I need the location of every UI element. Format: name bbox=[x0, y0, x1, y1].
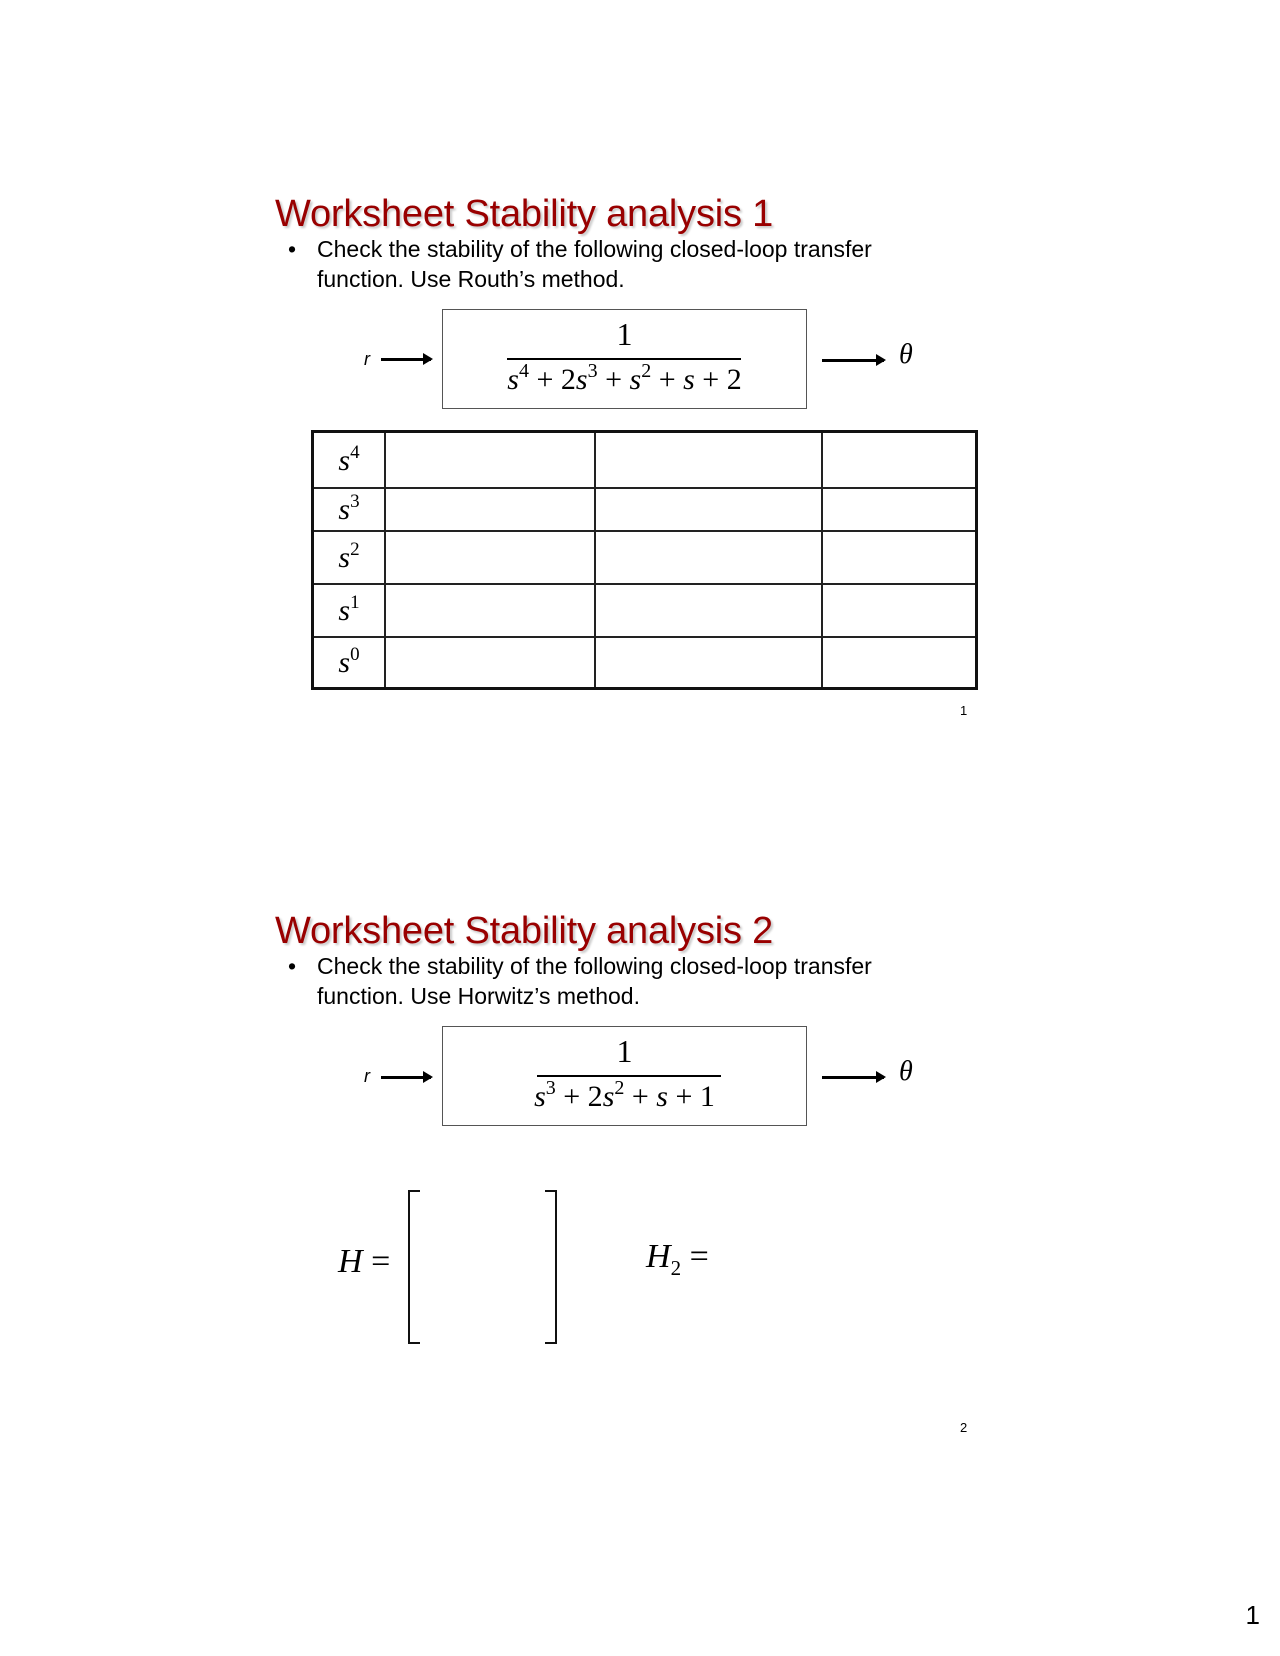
tf-denominator: s3 + 2s2 + s + 1 bbox=[534, 1077, 715, 1113]
tf-denominator: s4 + 2s3 + s2 + s + 2 bbox=[507, 360, 742, 396]
input-signal-label: r bbox=[364, 349, 370, 369]
slide-title: Worksheet Stability analysis 1 bbox=[275, 193, 774, 235]
table-cell[interactable] bbox=[594, 635, 823, 690]
slide-page-number: 1 bbox=[960, 703, 968, 718]
table-cell[interactable] bbox=[821, 635, 978, 690]
sheet-page-number: 1 bbox=[1245, 1600, 1260, 1630]
right-bracket-icon bbox=[545, 1190, 557, 1344]
fraction-bar bbox=[537, 1075, 721, 1077]
row-label: s3 bbox=[311, 486, 386, 532]
bullet-icon: • bbox=[288, 953, 297, 979]
table-cell[interactable] bbox=[821, 430, 978, 489]
row-label: s2 bbox=[311, 529, 386, 585]
row-label: s4 bbox=[311, 430, 386, 489]
input-signal-label: r bbox=[364, 1066, 370, 1086]
table-cell[interactable] bbox=[821, 582, 978, 638]
table-cell[interactable] bbox=[821, 529, 978, 585]
output-arrow-icon bbox=[822, 354, 886, 366]
table-cell[interactable] bbox=[594, 529, 823, 585]
table-cell[interactable] bbox=[384, 635, 596, 690]
bullet-icon: • bbox=[288, 236, 297, 262]
bullet-text: Check the stability of the following clo… bbox=[317, 236, 872, 292]
table-row: s0 bbox=[311, 635, 978, 690]
row-label: s0 bbox=[311, 635, 386, 690]
tf-numerator: 1 bbox=[616, 316, 633, 352]
tf-numerator: 1 bbox=[616, 1033, 633, 1069]
slide-title: Worksheet Stability analysis 2 bbox=[275, 910, 774, 952]
table-cell[interactable] bbox=[384, 430, 596, 489]
output-signal-label: θ bbox=[899, 1056, 913, 1087]
row-label: s1 bbox=[311, 582, 386, 638]
table-cell[interactable] bbox=[384, 582, 596, 638]
routh-table: s4 s3 s2 s1 s0 bbox=[311, 430, 978, 690]
fraction-bar bbox=[507, 358, 741, 360]
table-cell[interactable] bbox=[821, 486, 978, 532]
transfer-function-block: 1 s3 + 2s2 + s + 1 bbox=[442, 1026, 807, 1126]
slide-page-number: 2 bbox=[960, 1420, 968, 1435]
table-cell[interactable] bbox=[594, 430, 823, 489]
output-signal-label: θ bbox=[899, 339, 913, 370]
table-cell[interactable] bbox=[384, 529, 596, 585]
hurwitz-minor-label: H2 = bbox=[646, 1238, 709, 1280]
transfer-function-block: 1 s4 + 2s3 + s2 + s + 2 bbox=[442, 309, 807, 409]
table-row: s1 bbox=[311, 582, 978, 638]
table-cell[interactable] bbox=[384, 486, 596, 532]
table-cell[interactable] bbox=[594, 582, 823, 638]
table-cell[interactable] bbox=[594, 486, 823, 532]
table-row: s4 bbox=[311, 430, 978, 489]
input-arrow-icon bbox=[381, 1071, 433, 1083]
input-arrow-icon bbox=[381, 353, 433, 365]
output-arrow-icon bbox=[822, 1071, 886, 1083]
hurwitz-matrix-label: H = bbox=[338, 1243, 391, 1280]
left-bracket-icon bbox=[408, 1190, 420, 1344]
table-row: s3 bbox=[311, 486, 978, 532]
bullet-text: Check the stability of the following clo… bbox=[317, 953, 872, 1009]
table-row: s2 bbox=[311, 529, 978, 585]
